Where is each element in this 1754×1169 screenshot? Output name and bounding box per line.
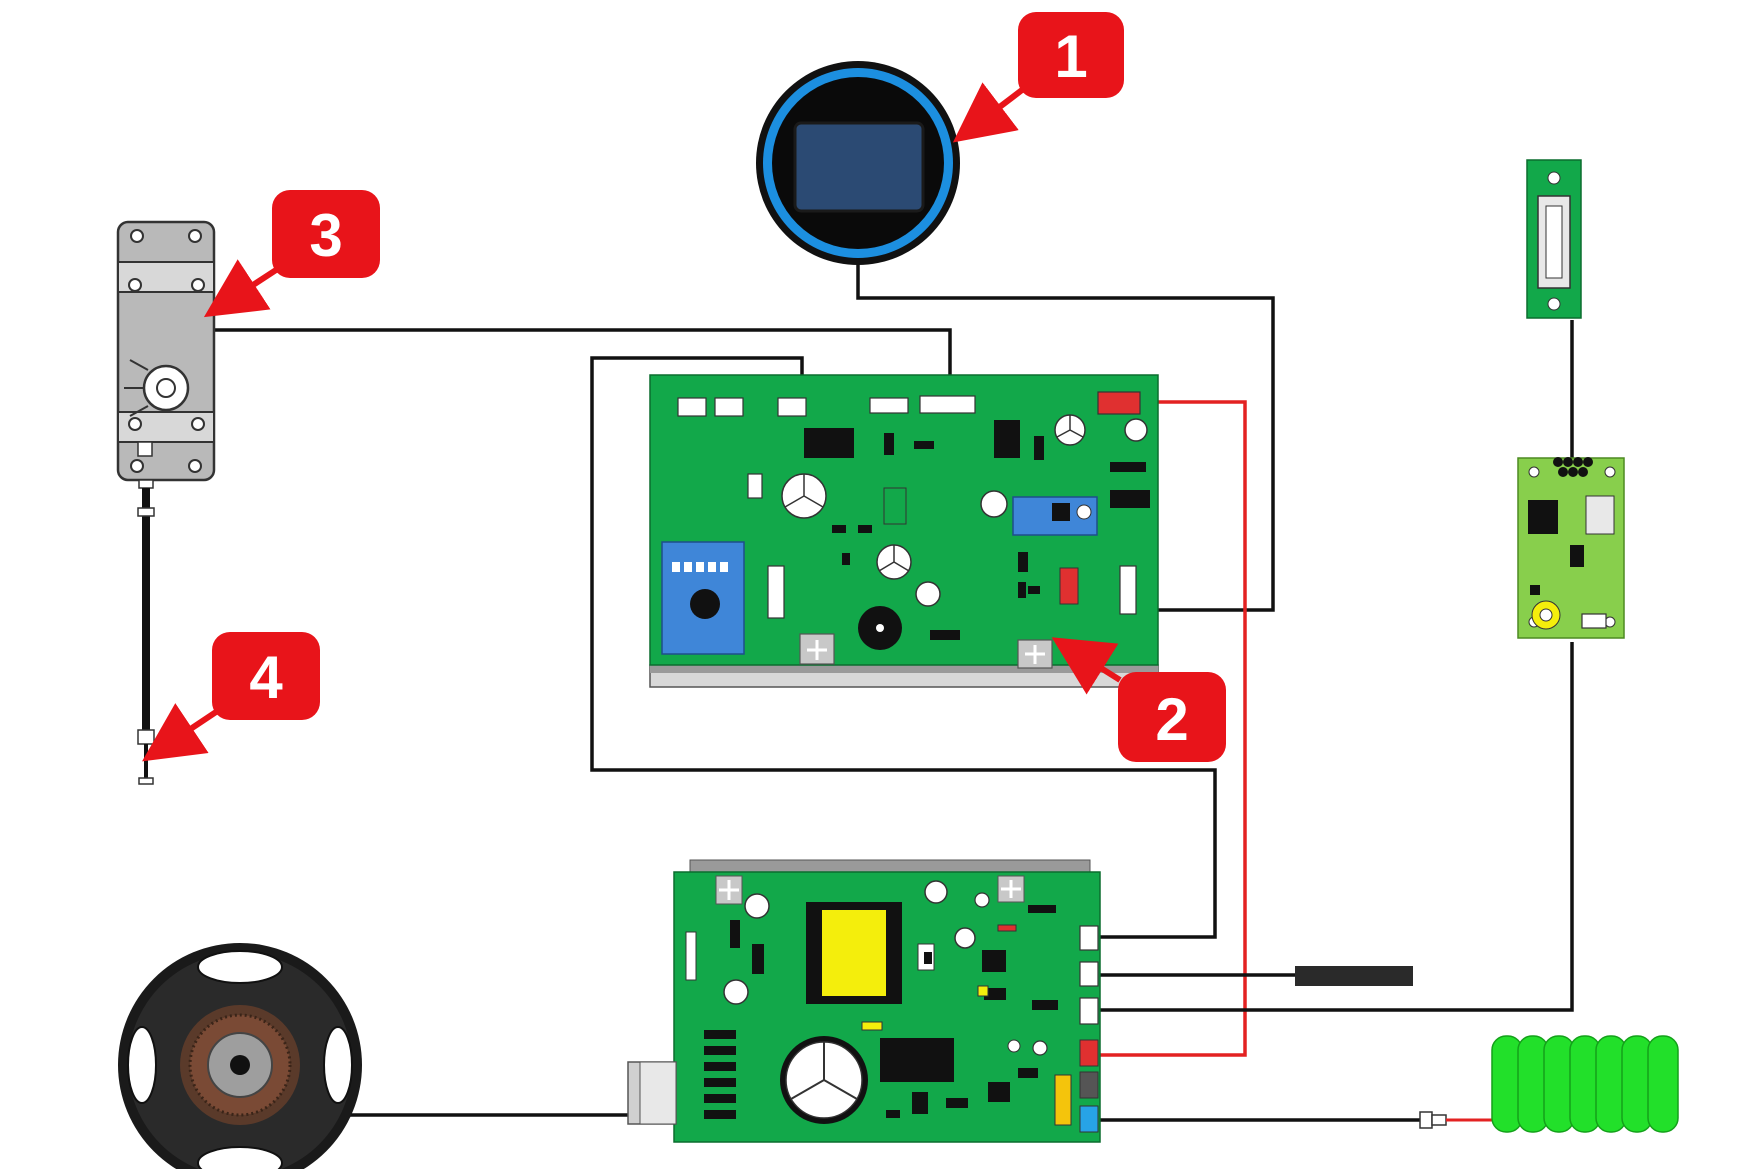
callout-4-label: 4 [249,644,283,711]
callout-3-label: 3 [309,202,342,269]
stepper-wheel-icon [118,943,362,1169]
main-control-board [649,374,1159,688]
wire-display-to-main-board [856,262,1275,612]
wire-red-power [1100,400,1247,1057]
power-board [627,859,1101,1143]
wire-main-board-to-power-board [590,356,1217,939]
callout-2: 2 [1051,637,1226,762]
callout-2-label: 2 [1155,686,1188,753]
heating-element-icon [1295,966,1413,986]
wire-power-to-sensor [1100,642,1574,1012]
callout-3: 3 [203,190,380,318]
wire-servo-to-main-board [212,328,952,378]
sensor-module-icon [1517,457,1625,639]
callout-1-label: 1 [1054,23,1087,90]
usb-board-icon [1526,159,1582,319]
wires [212,262,1574,1122]
servo-motor-icon [116,220,216,785]
circular-display-icon [756,61,960,265]
callout-4: 4 [142,632,320,762]
battery-pack-icon [1419,1035,1679,1133]
callout-1: 1 [952,12,1124,143]
